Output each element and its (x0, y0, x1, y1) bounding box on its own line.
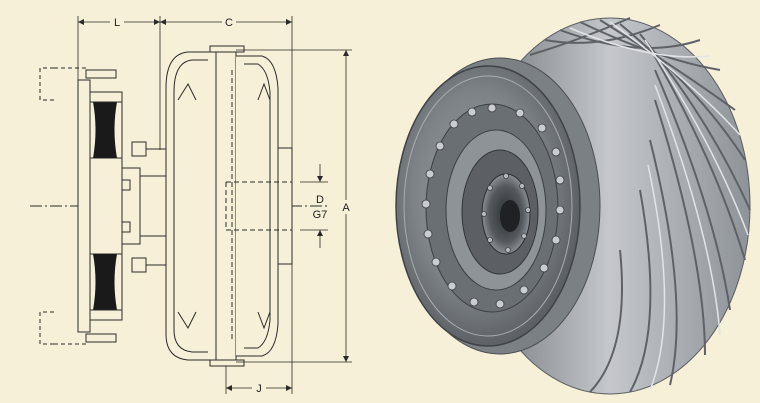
cooling-fins (529, 17, 751, 393)
hub (121, 167, 167, 245)
flange-bolts (421, 103, 565, 309)
coupling-render (395, 17, 751, 395)
dim-label-G7: G7 (313, 209, 328, 221)
dim-label-D: D (316, 194, 324, 206)
dim-label-A: A (342, 202, 350, 214)
dim-label-J: J (256, 383, 262, 395)
bore-bolts (481, 173, 531, 253)
dim-label-C: C (225, 17, 233, 29)
dim-label-L: L (114, 17, 120, 29)
motor-flange-outline (39, 67, 86, 345)
bolts (131, 141, 166, 273)
technical-drawing (30, 16, 352, 394)
fin-highlights (569, 21, 749, 391)
coupling-housing (165, 45, 293, 367)
bore-hidden-lines (225, 70, 292, 342)
rubber-element-bottom (93, 254, 117, 310)
dimension-arrows (78, 19, 349, 391)
rubber-element-top (93, 102, 117, 158)
